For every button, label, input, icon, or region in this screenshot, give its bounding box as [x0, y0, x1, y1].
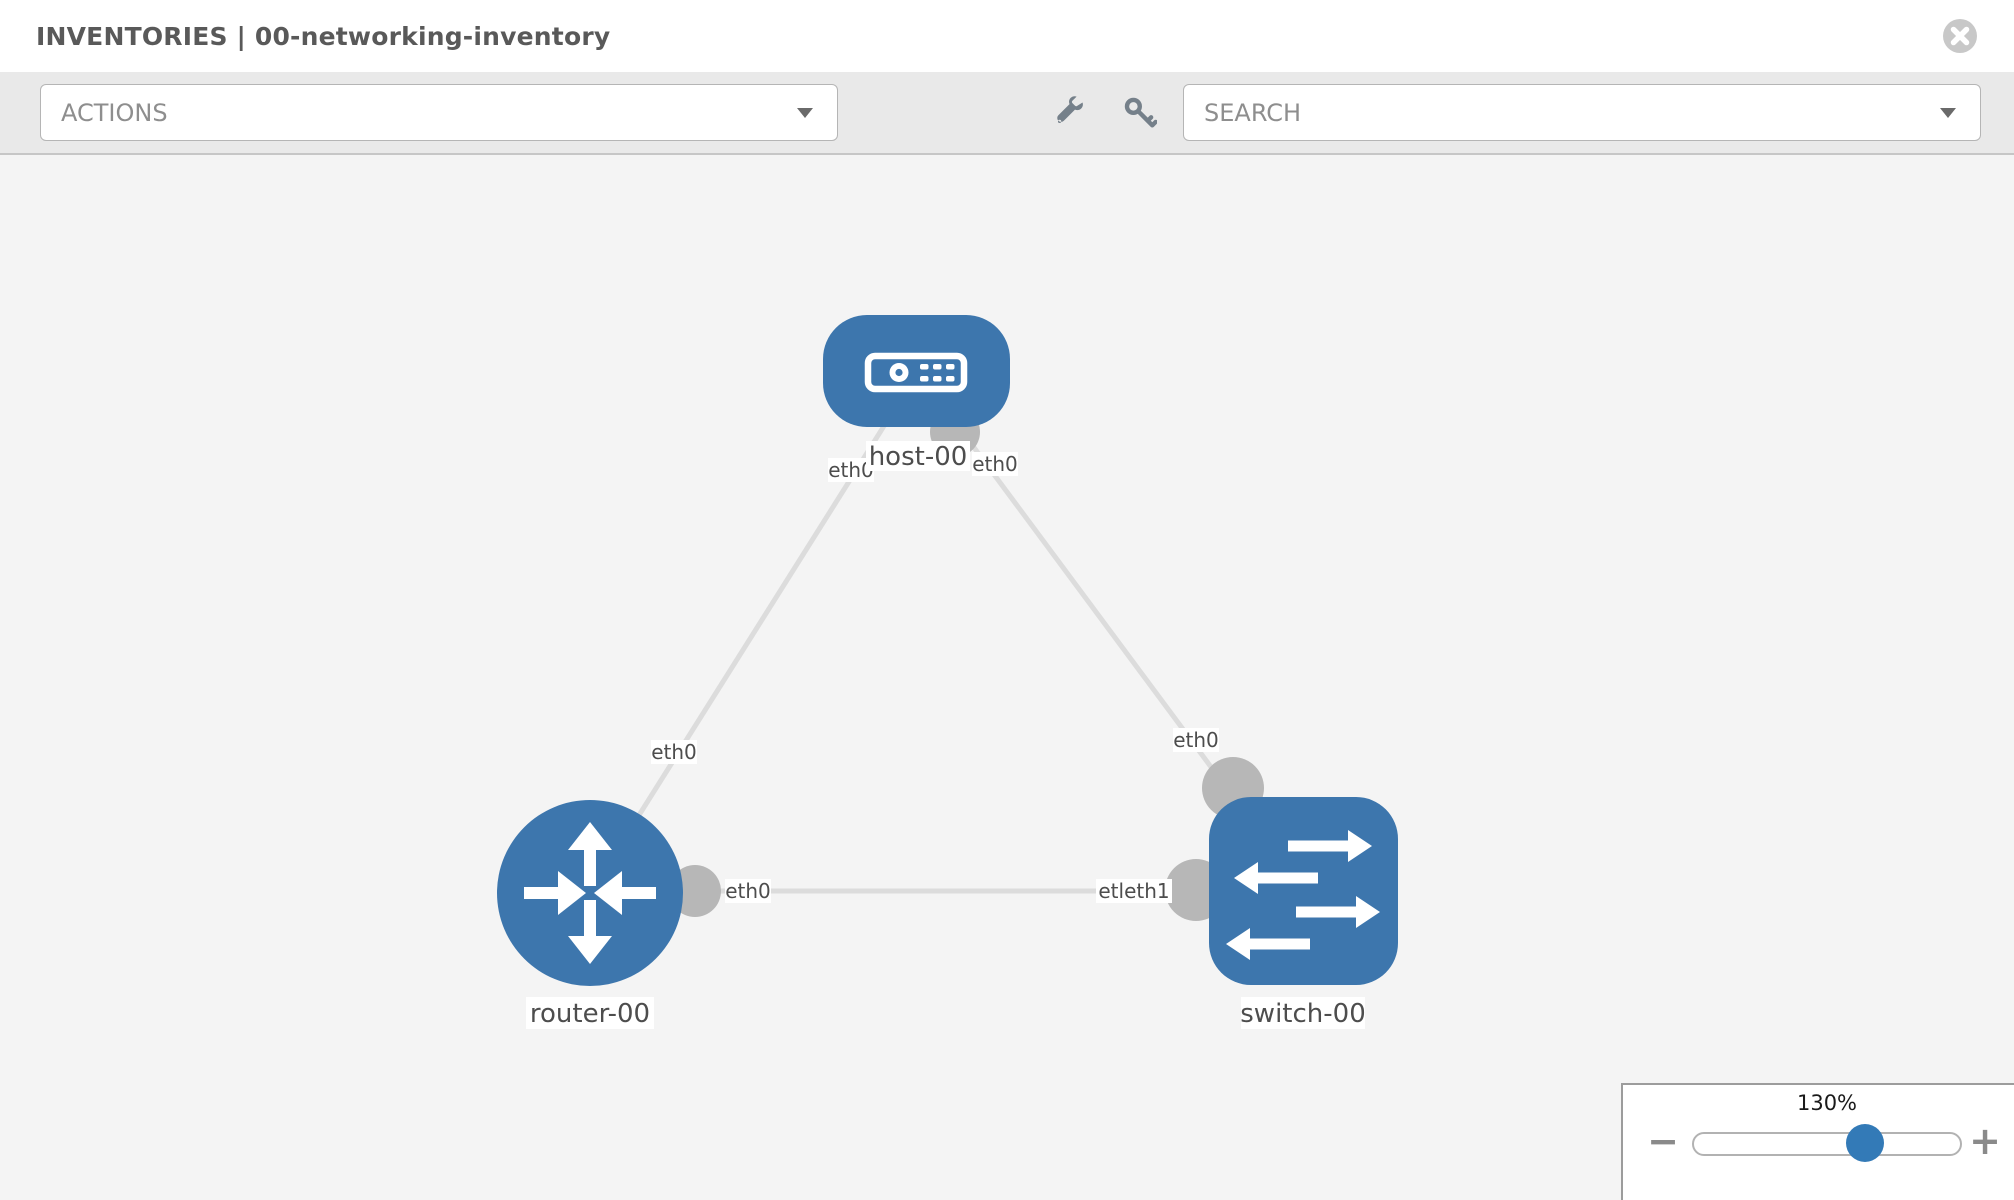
- interface-label: etleth1: [1096, 879, 1172, 903]
- topology-svg[interactable]: eth0 eth0 eth0 eth0 eth0: [0, 155, 2014, 1200]
- host-icon: [864, 352, 968, 393]
- toolbar: ACTIONS SEARCH: [0, 72, 2014, 155]
- page-title: INVENTORIES | 00-networking-inventory: [36, 21, 611, 51]
- interface-labels: eth0 eth0 eth0 eth0 eth0: [651, 452, 1219, 903]
- svg-text:eth0: eth0: [651, 740, 697, 764]
- node-host[interactable]: [823, 315, 1010, 427]
- chevron-down-icon: [797, 107, 813, 118]
- interface-label: eth0: [1173, 728, 1219, 752]
- svg-text:eth0: eth0: [725, 879, 771, 903]
- zoom-in-button[interactable]: +: [1969, 1119, 2001, 1163]
- svg-text:switch-00: switch-00: [1240, 999, 1365, 1029]
- zoom-slider-thumb[interactable]: [1846, 1124, 1884, 1162]
- search-dropdown-label: SEARCH: [1204, 98, 1302, 127]
- node-switch[interactable]: [1209, 797, 1398, 985]
- close-icon[interactable]: [1942, 18, 1978, 54]
- svg-text:host-00: host-00: [869, 442, 968, 472]
- search-dropdown[interactable]: SEARCH: [1183, 84, 1981, 141]
- svg-text:eth0: eth0: [972, 452, 1018, 476]
- interface-label: eth0: [651, 740, 697, 764]
- node-label-router: router-00: [526, 997, 654, 1029]
- actions-dropdown[interactable]: ACTIONS: [40, 84, 838, 141]
- node-label-host: host-00: [866, 441, 970, 472]
- node-labels: host-00 router-00 switch-00: [526, 441, 1366, 1029]
- node-router[interactable]: [497, 800, 683, 986]
- key-icon[interactable]: [1123, 96, 1157, 130]
- node-label-switch: switch-00: [1240, 997, 1366, 1029]
- actions-dropdown-label: ACTIONS: [61, 98, 168, 127]
- svg-text:router-00: router-00: [530, 999, 650, 1029]
- chevron-down-icon: [1940, 107, 1956, 118]
- zoom-percent-label: 130%: [1796, 1091, 1858, 1115]
- svg-text:etleth1: etleth1: [1098, 879, 1169, 903]
- svg-text:eth0: eth0: [1173, 728, 1219, 752]
- router-icon: [524, 822, 656, 964]
- interface-label: eth0: [972, 452, 1018, 476]
- zoom-out-button[interactable]: −: [1647, 1119, 1679, 1163]
- zoom-slider-track[interactable]: [1692, 1132, 1962, 1156]
- zoom-control-panel: 130% − +: [1621, 1083, 2014, 1200]
- topology-canvas[interactable]: eth0 eth0 eth0 eth0 eth0: [0, 155, 2014, 1200]
- wrench-icon[interactable]: [1051, 95, 1085, 130]
- switch-icon: [1226, 830, 1380, 960]
- header: INVENTORIES | 00-networking-inventory: [0, 0, 2014, 72]
- interface-label: eth0: [725, 879, 771, 903]
- interface-dots: [669, 407, 1264, 921]
